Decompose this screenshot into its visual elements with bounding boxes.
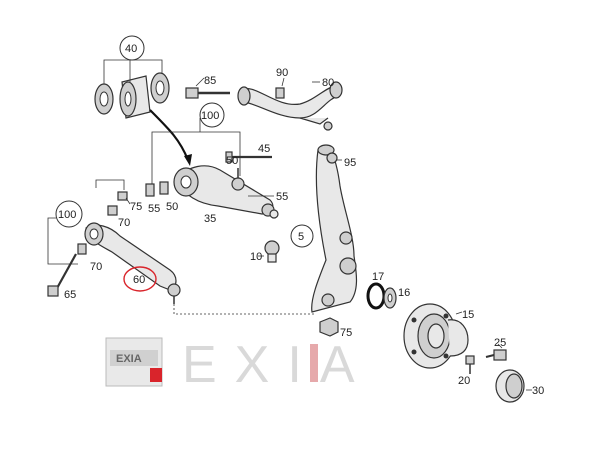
callout-10: 10: [250, 251, 262, 263]
watermark-logo: EXIA EXIA: [105, 336, 373, 394]
dust-cap-30: 30: [495, 369, 544, 403]
ball-joint-10: 10: [250, 240, 280, 263]
callout-40: 40: [125, 43, 137, 55]
callout-45: 45: [258, 143, 270, 155]
logo-badge-band: [110, 350, 158, 366]
upper-control-arm: 90 80: [237, 67, 343, 131]
screw-20: 20: [458, 355, 475, 387]
callout-55-a: 55: [276, 191, 288, 203]
callout-20: 20: [458, 375, 470, 387]
callout-17: 17: [372, 271, 384, 283]
callout-100-left: 100: [58, 209, 76, 221]
highlight-circle-60: [123, 266, 157, 292]
callout-50-a: 50: [226, 155, 238, 167]
bolt-85: 85: [185, 75, 230, 99]
callout-55-b: 55: [148, 203, 160, 215]
ball-joint-55-a: [231, 177, 245, 191]
callout-60: 60: [133, 274, 145, 286]
callout-circle-100-left: [55, 200, 83, 228]
lower-control-arm: 100 35 55: [151, 102, 288, 225]
callout-95: 95: [344, 157, 356, 169]
seal-17: 17: [366, 271, 386, 310]
callout-85: 85: [204, 75, 216, 87]
logo-brand-text: EXIA: [182, 336, 373, 394]
bolt-25: 25: [485, 337, 507, 361]
logo-badge-text: EXIA: [116, 353, 142, 365]
upper-arm-stud-90: [275, 87, 285, 99]
callout-25: 25: [494, 337, 506, 349]
callout-15: 15: [462, 309, 474, 321]
callout-50-b: 50: [166, 201, 178, 213]
callout-70-a: 70: [118, 217, 130, 229]
callout-circle-100-top: [199, 102, 225, 128]
callout-5: 5: [298, 231, 304, 243]
callout-circle-5: [290, 224, 314, 248]
bolt-65: 65: [47, 253, 77, 301]
callout-circle-40: [119, 35, 145, 61]
wheel-hub-15: 15: [403, 303, 474, 369]
front-lower-arm: 100 75 70 70 60: [47, 179, 314, 315]
callout-75-a: 75: [130, 201, 142, 213]
logo-badge-accent: [150, 368, 162, 382]
nut-75: 75: [319, 317, 352, 339]
logo-brand-accent: [310, 344, 318, 382]
callout-70-b: 70: [90, 261, 102, 273]
callout-35: 35: [204, 213, 216, 225]
callout-75-b: 75: [340, 327, 352, 339]
callout-80: 80: [322, 77, 334, 89]
callout-16: 16: [398, 287, 410, 299]
washer-set-55-50: 55 50: [145, 181, 178, 215]
bearing-16: 16: [383, 287, 410, 309]
callout-65: 65: [64, 289, 76, 301]
callout-30: 30: [532, 385, 544, 397]
bushing-set-40: 40: [94, 35, 192, 166]
callout-100-top: 100: [201, 110, 219, 122]
knuckle-body: [311, 147, 358, 313]
upper-arm-body: [239, 85, 339, 119]
bolt-45: 45 50: [225, 143, 272, 167]
assembly-arrow: [149, 109, 190, 161]
steering-knuckle: 95 5: [290, 144, 358, 313]
callout-90: 90: [276, 67, 288, 79]
